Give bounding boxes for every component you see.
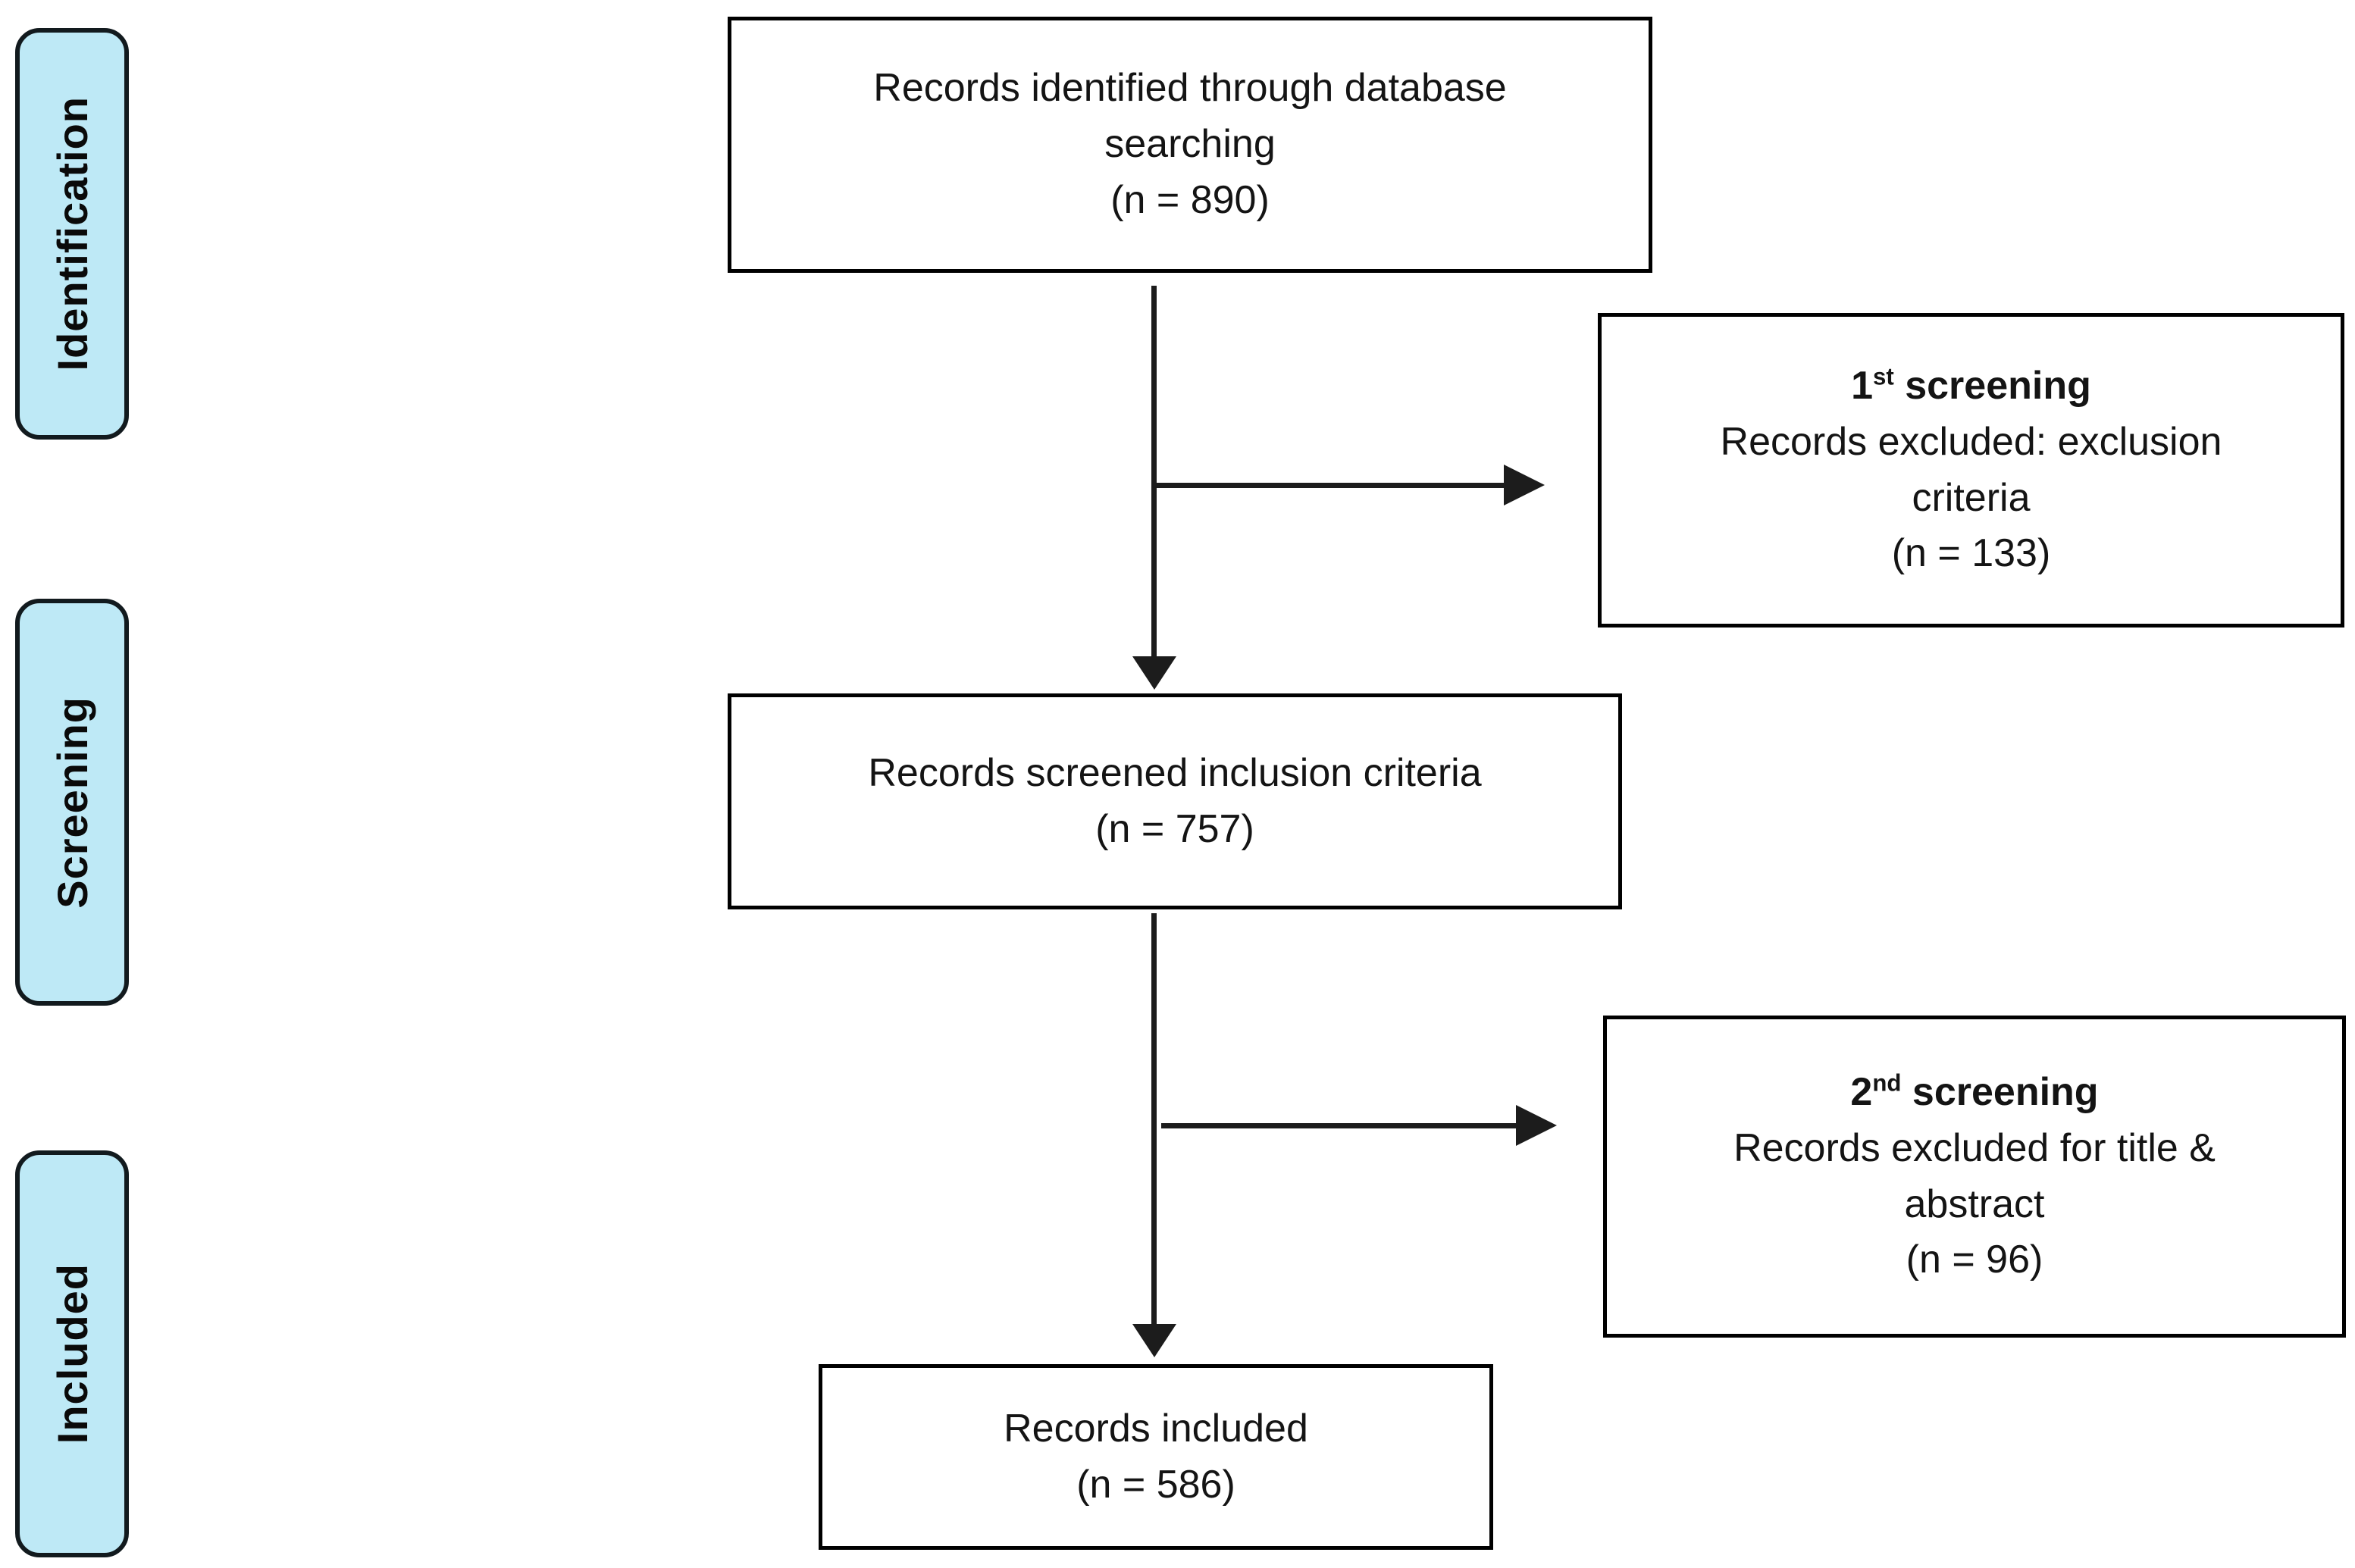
stage-label-included: Included bbox=[48, 1263, 96, 1444]
box-first-screening-text: Records excluded: exclusion criteria bbox=[1720, 419, 2222, 520]
box-second-screening-text: Records excluded for title & abstract bbox=[1733, 1125, 2216, 1226]
stage-label-screening: Screening bbox=[48, 696, 96, 909]
box-records-screened: Records screened inclusion criteria (n =… bbox=[728, 693, 1622, 909]
stage-tab-screening: Screening bbox=[15, 599, 129, 1006]
ordinal-number: 1 bbox=[1851, 363, 1874, 408]
stage-tab-identification: Identification bbox=[15, 28, 129, 440]
arrow-to-first-screening-line bbox=[1157, 483, 1505, 488]
stage-label-identification: Identification bbox=[48, 96, 96, 371]
ordinal-suffix: nd bbox=[1872, 1069, 1902, 1097]
arrow-to-second-screening-head-icon bbox=[1516, 1105, 1557, 1146]
box-records-screened-count: (n = 757) bbox=[1095, 806, 1254, 851]
box-records-identified-count: (n = 890) bbox=[1110, 177, 1270, 222]
arrow-screened-to-included-line bbox=[1151, 913, 1157, 1325]
stage-tab-included: Included bbox=[15, 1150, 129, 1557]
box-second-screening-excluded: 2nd screening Records excluded for title… bbox=[1603, 1016, 2346, 1338]
box-first-screening-excluded: 1st screening Records excluded: exclusio… bbox=[1598, 313, 2344, 628]
title-rest: screening bbox=[1901, 1069, 2099, 1114]
box-first-screening-count: (n = 133) bbox=[1891, 531, 2051, 576]
box-records-identified-text: Records identified through database sear… bbox=[873, 66, 1507, 167]
box-records-screened-text: Records screened inclusion criteria bbox=[868, 750, 1482, 795]
ordinal-number: 2 bbox=[1850, 1069, 1873, 1114]
box-records-included-text: Records included bbox=[1004, 1406, 1308, 1451]
arrow-identified-to-screened-head-icon bbox=[1132, 656, 1176, 690]
title-rest: screening bbox=[1893, 363, 2091, 408]
arrow-to-first-screening-head-icon bbox=[1504, 465, 1545, 505]
arrow-screened-to-included-head-icon bbox=[1132, 1324, 1176, 1357]
arrow-to-second-screening-line bbox=[1161, 1123, 1517, 1128]
box-records-included: Records included (n = 586) bbox=[819, 1364, 1493, 1550]
ordinal-suffix: st bbox=[1873, 363, 1894, 390]
arrow-identified-to-screened-line bbox=[1151, 286, 1157, 657]
box-first-screening-title: 1st screening bbox=[1851, 358, 2091, 415]
box-records-included-count: (n = 586) bbox=[1076, 1462, 1235, 1507]
box-second-screening-count: (n = 96) bbox=[1906, 1238, 2043, 1282]
box-records-identified: Records identified through database sear… bbox=[728, 17, 1652, 273]
box-second-screening-title: 2nd screening bbox=[1850, 1065, 2098, 1121]
